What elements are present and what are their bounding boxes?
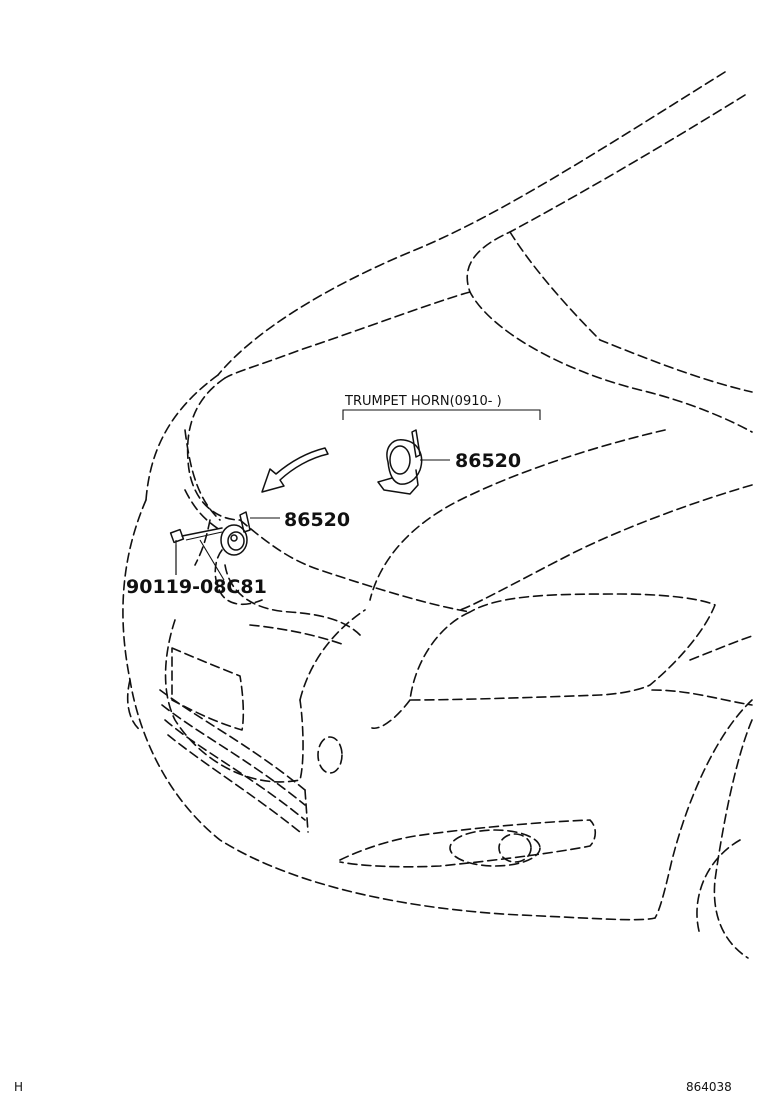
trumpet-horn-icon: [377, 429, 450, 495]
bolt-leader-2: [199, 539, 225, 581]
trumpet-horn-note: TRUMPET HORN(0910- ): [344, 394, 502, 409]
bolt-icon: [169, 527, 223, 575]
diagram-id: 864038: [686, 1080, 732, 1094]
horn-part-number-upper: 86520: [455, 450, 521, 472]
horn-part-number-lower: 86520: [284, 509, 350, 531]
trumpet-horn-bracket: [342, 409, 541, 420]
car-body-outline: [122, 71, 753, 959]
corner-code-left: H: [14, 1080, 23, 1094]
bolt-part-number: 90119-08C81: [126, 576, 267, 598]
disc-horn-icon: [214, 511, 280, 606]
curved-arrow-icon: [261, 447, 329, 493]
